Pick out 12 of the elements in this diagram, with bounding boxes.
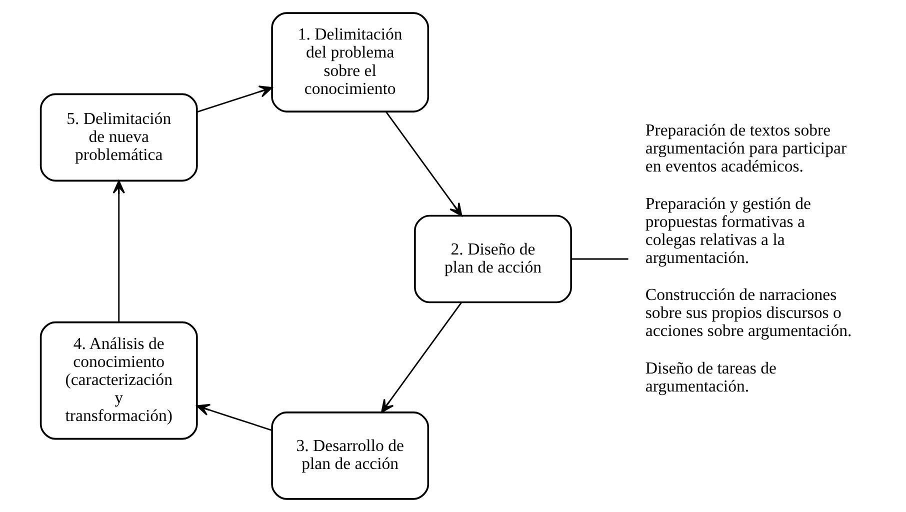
- arrow: [381, 302, 462, 413]
- node-box: 2. Diseño de plan de acción: [414, 214, 572, 304]
- node-box: 4. Análisis de conocimiento (caracterización y transformación): [40, 321, 198, 440]
- node-text: Preparación de textos sobre argumentación para participar en eventos académicos. Preparación y gestión de propuestas formativas a colegas relativas a la argumentación. Construcción de narraciones sobre sus propios discursos o acciones sobre argumentación. Diseño de tareas de argumentación.: [645, 120, 852, 396]
- arrow: [196, 86, 273, 113]
- node-box: 3. Desarrollo de plan de acción: [271, 412, 430, 500]
- connector: [571, 258, 628, 260]
- node-box: 5. Delimitación de nueva problemática: [40, 93, 198, 182]
- arrow: [196, 404, 272, 431]
- arrow: [112, 180, 125, 322]
- node-box: 1. Delimitación del problema sobre el conocimiento: [271, 12, 430, 112]
- arrow: [386, 112, 462, 216]
